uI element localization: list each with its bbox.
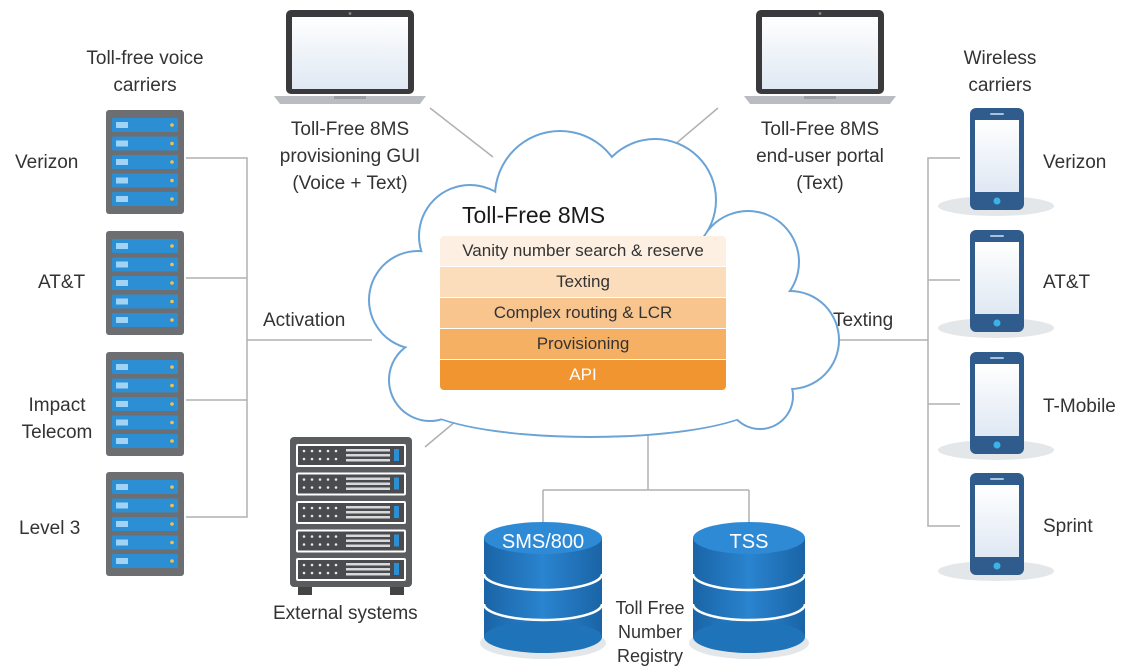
database-icon [480, 522, 606, 659]
rack-unit [296, 529, 406, 553]
voice-carrier-label: Level 3 [19, 518, 81, 539]
cloud-title: Toll-Free 8MS [462, 202, 606, 228]
laptop-icon [744, 10, 896, 104]
server-rack-icon [106, 352, 184, 456]
rack-unit [296, 501, 406, 524]
activation-label: Activation [263, 310, 346, 331]
wireless-carriers-heading: Wireless carriers [963, 48, 1037, 96]
wireless-phones [938, 108, 1054, 581]
smartphone-icon [938, 473, 1054, 581]
wireless-carrier-label: AT&T [1043, 272, 1091, 293]
server-rack-icon [106, 472, 184, 576]
texting-label: Texting [833, 310, 894, 331]
layer-complex-routing: Complex routing & LCR [440, 298, 726, 328]
voice-carrier-label: Impact Telecom [21, 395, 93, 443]
smartphone-icon [938, 108, 1054, 216]
registry-label: Toll Free Number Registry [615, 598, 685, 666]
laptop-icon [274, 10, 426, 104]
provisioning-gui-caption: Toll-Free 8MS provisioning GUI (Voice + … [279, 119, 421, 194]
smartphone-icon [938, 230, 1054, 338]
gui-link-line [429, 107, 494, 158]
external-systems-label: External systems [273, 603, 418, 624]
registry-databases [480, 522, 809, 659]
external-systems-server-icon [290, 437, 412, 595]
smartphone-icon [938, 352, 1054, 460]
wireless-carrier-label: T-Mobile [1043, 396, 1116, 417]
voice-carriers-heading: Toll-free voice carriers [86, 48, 204, 96]
end-user-portal-caption: Toll-Free 8MS end-user portal (Text) [756, 119, 884, 194]
left-bus-line [186, 157, 248, 518]
rack-unit [296, 444, 406, 467]
database-icon [689, 522, 809, 659]
db-label-tss: TSS [729, 531, 769, 553]
db-label-sms800: SMS/800 [501, 531, 585, 553]
wireless-carrier-label: Sprint [1043, 516, 1093, 537]
voice-carrier-label: AT&T [38, 272, 86, 293]
voice-carrier-label: Verizon [15, 152, 79, 173]
layer-vanity-search: Vanity number search & reserve [440, 236, 726, 266]
rack-unit [296, 558, 406, 581]
carrier-servers [106, 110, 184, 576]
server-rack-icon [106, 110, 184, 214]
wireless-carrier-label: Verizon [1043, 152, 1107, 173]
layer-provisioning: Provisioning [440, 329, 726, 359]
layer-texting: Texting [440, 267, 726, 297]
rack-unit [296, 472, 406, 496]
server-rack-icon [106, 231, 184, 335]
right-bus-line [927, 157, 960, 527]
layer-api: API [440, 360, 726, 390]
